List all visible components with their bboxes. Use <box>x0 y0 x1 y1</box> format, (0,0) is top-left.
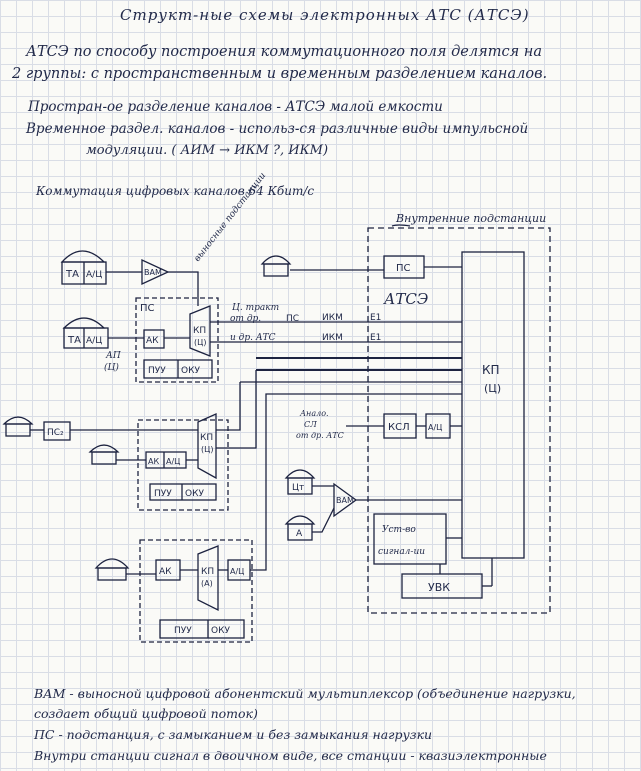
phone-handset-icon <box>284 515 316 525</box>
kp-2-uplink <box>216 382 241 431</box>
note-line-3: Простран-ое разделение каналов - АТСЭ ма… <box>28 99 443 115</box>
label-underline <box>391 224 411 227</box>
ak-1-block <box>143 329 165 349</box>
ak-2-label: АК <box>148 457 159 466</box>
oku-2-label: ОКУ <box>185 489 204 499</box>
kp-2-sub: (Ц) <box>201 445 213 454</box>
oku-1-label: ОКУ <box>181 366 200 376</box>
phone-icon <box>97 567 127 581</box>
ta-1-label: ТА <box>65 269 79 280</box>
ta-1-ac-label: А/Ц <box>86 270 102 280</box>
note-line-6: Коммутация цифровых каналов 64 Кбит/с <box>36 184 315 198</box>
e1-label-2: E1 <box>370 333 381 343</box>
phone-icon <box>91 451 117 465</box>
e1-label-1: E1 <box>370 313 381 323</box>
internal-substation-frame <box>367 227 551 614</box>
ot-dr-ats-label: и др. АТС <box>230 333 276 343</box>
a-phone-line <box>312 507 335 533</box>
note-line-2: 2 группы: с пространственным и временным… <box>12 66 548 82</box>
a-phone-label: А <box>296 529 303 539</box>
kp-2-uplink-2 <box>216 370 257 449</box>
atse-label: АТСЭ <box>383 290 428 308</box>
ac-2-label: А/Ц <box>166 457 180 466</box>
phone-handset-icon <box>60 250 106 263</box>
note-line-1: АТСЭ по способу построения коммутационно… <box>26 44 542 60</box>
analog-label-2: СЛ <box>304 420 317 429</box>
vam-1-block <box>141 258 170 286</box>
remote-substation-label: выносные подстанции <box>192 171 268 264</box>
phone-handset-icon <box>2 416 34 425</box>
vam-2-block <box>333 482 358 518</box>
main-kp-label: КП <box>482 363 500 377</box>
remote-substation-3-frame <box>139 539 253 643</box>
signalling-device-block <box>373 513 447 565</box>
footer-line-3: ПС - подстанция, с замыканием и без замы… <box>34 727 433 742</box>
remote-substation-2-frame <box>137 419 229 511</box>
puu-1-label: ПУУ <box>148 366 166 376</box>
kp-3-block <box>197 545 219 612</box>
page-title: Структ-ные схемы электронных АТС (АТСЭ) <box>120 6 530 24</box>
puu-3-label: ПУУ <box>174 626 192 636</box>
vam-2-label: ВАМ <box>336 496 354 505</box>
tract-label-3: ПС <box>286 314 299 324</box>
main-kp-sub: (Ц) <box>484 382 501 395</box>
oku-3-label: ОКУ <box>211 626 230 636</box>
ts-label: Цт <box>292 483 304 493</box>
vam-1-label: ВАМ <box>144 268 162 277</box>
ps1-label: ПС <box>140 303 155 314</box>
footer-line-4: Внутри станции сигнал в двоичном виде, в… <box>34 748 547 763</box>
analog-label-1: Анало. <box>299 409 329 418</box>
phone-handset-icon <box>62 317 106 329</box>
ikm-label-1: ИКМ <box>322 313 343 323</box>
kp-3-sub: (А) <box>201 579 213 588</box>
kp-1-label: КП <box>193 326 206 336</box>
puu-oku-2-block <box>149 483 217 501</box>
ac-3-label: А/Ц <box>230 567 244 576</box>
ta-2-ac-label: А/Ц <box>86 336 102 346</box>
ksl-ac-label: А/Ц <box>428 423 442 432</box>
signalling-label-1: Уст-во <box>382 525 416 535</box>
ksl-label: КСЛ <box>388 422 410 433</box>
phone-icon <box>263 263 289 277</box>
puu-oku-3-block <box>159 619 245 639</box>
analog-label-3: от др. АТС <box>296 431 344 440</box>
kp-2-block <box>197 412 217 480</box>
phone-handset-icon <box>88 444 120 453</box>
tract-label-1: Ц. тракт <box>232 303 279 313</box>
tract-label-2: от др. <box>230 314 261 324</box>
kp-2-label: КП <box>200 433 213 443</box>
phone-handset-icon <box>284 469 316 479</box>
phone-handset-icon <box>94 558 130 569</box>
ap-label: АП <box>105 351 121 361</box>
ps2-label: ПС₂ <box>47 428 64 438</box>
note-line-4: Временное раздел. каналов - использ-ся р… <box>26 121 529 137</box>
phone-icon <box>5 423 31 437</box>
kp-1-block <box>189 305 211 357</box>
ta-2-label: ТА <box>67 335 81 346</box>
ak-1-label: АК <box>146 336 159 346</box>
ap-sub-label: (Ц) <box>104 362 119 373</box>
uvk-label: УВК <box>428 581 450 594</box>
puu-2-label: ПУУ <box>154 489 172 499</box>
kp-1-sub: (Ц) <box>194 338 206 347</box>
remote-substation-1-frame <box>135 297 219 383</box>
ps2-block <box>43 421 71 441</box>
internal-substation-label: Внутренние подстанции <box>395 212 546 225</box>
footer-line-2: создает общий цифровой поток) <box>34 706 258 721</box>
note-line-5: модуляции. ( АИМ → ИКМ ?, ИКМ) <box>86 143 329 158</box>
vam-1-line <box>168 271 199 306</box>
kp-3-uplink <box>250 393 462 571</box>
kp-3-label: КП <box>201 567 214 577</box>
footer-line-1: ВАМ - выносной цифровой абонентский муль… <box>34 686 576 701</box>
signalling-label-2: сигнал-ии <box>378 547 425 557</box>
phone-handset-icon <box>260 255 292 265</box>
ak-3-label: АК <box>159 567 172 577</box>
ikm-label-2: ИКМ <box>322 333 343 343</box>
main-kp-block <box>461 251 525 559</box>
ps-internal-label: ПС <box>396 263 411 274</box>
